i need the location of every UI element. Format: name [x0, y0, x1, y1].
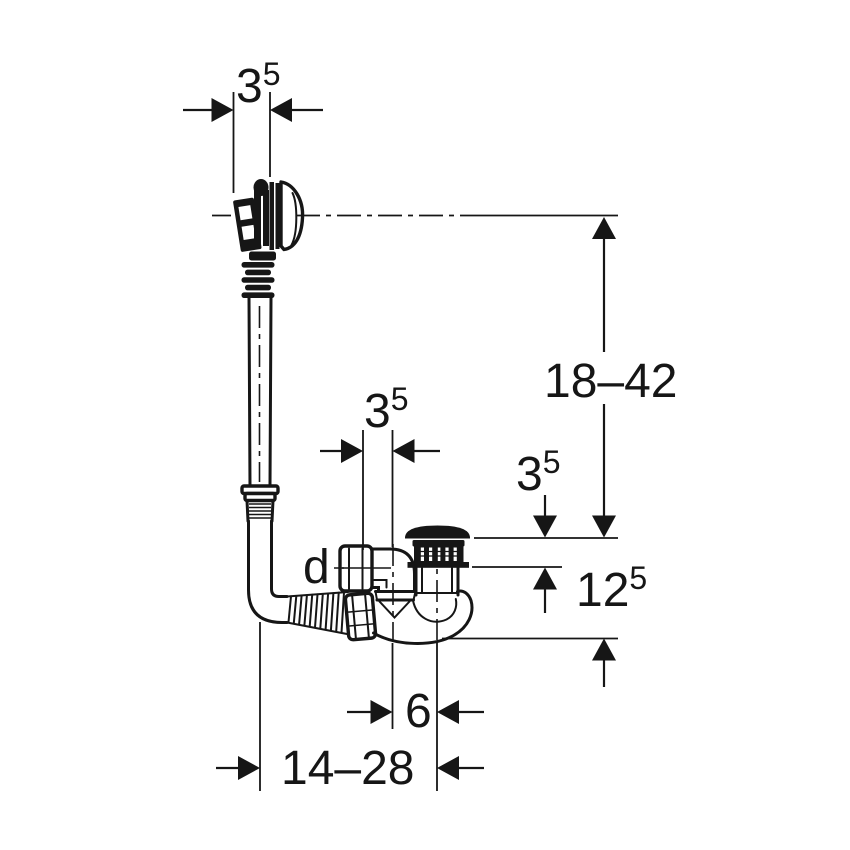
arrowhead — [392, 439, 415, 463]
label-width-range: 14–28 — [281, 742, 414, 795]
label-outlet-offset: 6 — [405, 685, 432, 738]
dim-width-range: 14–28 — [216, 742, 484, 795]
overflow-rosette — [233, 179, 305, 261]
outlet-elbow — [338, 544, 417, 641]
dim-top-offset: 35 — [183, 56, 323, 193]
hose-bend-inner — [270, 554, 289, 598]
arrowhead — [592, 217, 616, 239]
hose-bend-outer — [247, 554, 289, 624]
arrowhead — [238, 756, 260, 780]
dim-strainer-height: 35 — [516, 444, 561, 613]
label-height-range: 18–42 — [544, 355, 677, 408]
arrowhead — [592, 638, 616, 661]
arrowhead — [211, 98, 234, 122]
arrowhead — [370, 700, 393, 724]
dim-mid-offset: 35 — [320, 381, 440, 550]
arrowhead — [437, 756, 459, 780]
label-strainer-height: 35 — [516, 444, 561, 501]
strainer-cap — [405, 525, 470, 539]
label-diameter-group: d — [303, 541, 344, 594]
label-diameter: d — [303, 541, 330, 594]
strainer-flange — [407, 562, 469, 568]
valve-body — [414, 566, 460, 597]
hose-collar — [249, 251, 276, 261]
arrowhead — [437, 700, 459, 724]
horizontal-hose — [286, 591, 349, 635]
arrowhead — [533, 515, 557, 538]
dim-height-range: 18–42 — [544, 217, 677, 538]
hose-union-nut — [343, 591, 378, 642]
arrowhead — [341, 439, 363, 463]
arrowhead — [592, 515, 616, 538]
label-trap-depth: 125 — [576, 560, 647, 617]
dim-outlet-offset: 6 — [347, 685, 484, 738]
outlet-sweep-pipe — [372, 589, 474, 645]
label-top-offset: 35 — [236, 56, 281, 113]
drain-valve — [405, 525, 470, 640]
rosette-knob — [279, 180, 305, 252]
label-mid-offset: 35 — [364, 381, 409, 438]
reference-lines — [212, 214, 618, 791]
elbow-funnel — [378, 600, 411, 619]
arrowhead — [270, 98, 292, 122]
dim-trap-depth: 125 — [576, 560, 647, 687]
arrowhead — [533, 567, 557, 590]
vertical-hose — [240, 262, 289, 624]
